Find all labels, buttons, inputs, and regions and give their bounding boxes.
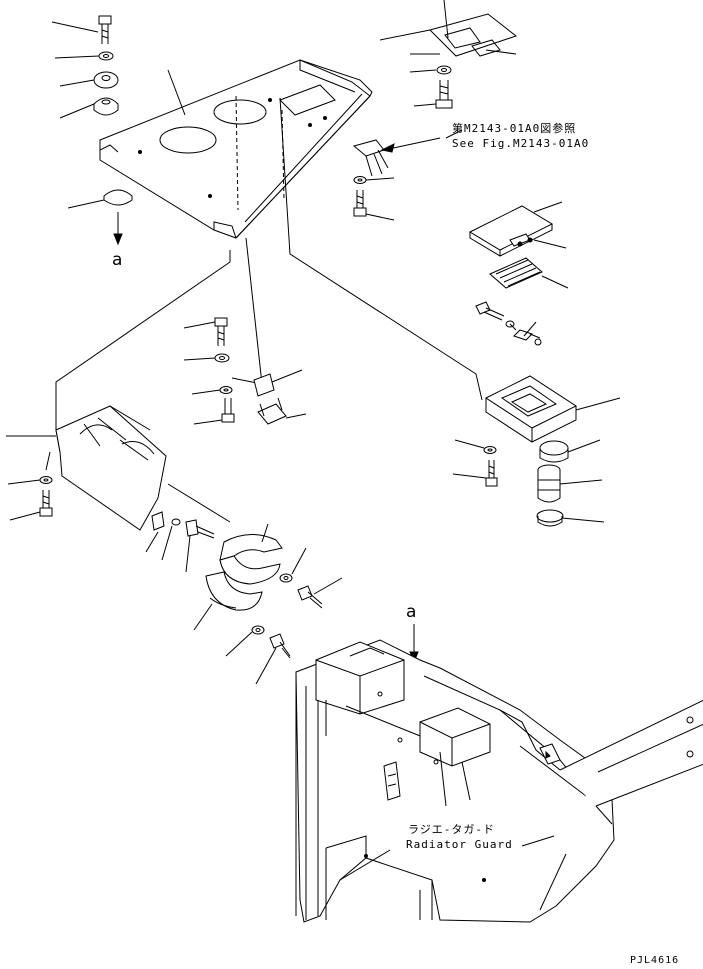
marker-a-lower: a [406,602,417,622]
radiator-jp-label: ラジエ-タガ-ド [408,823,496,836]
right-cover-and-grille [468,201,569,289]
clamp-bracket [352,137,441,221]
radiator-guard [295,624,703,923]
assembly-lines [55,95,483,430]
ref-leader [445,129,463,139]
top-right-cover-plate [379,0,518,109]
ref-en-label: See Fig.M2143-01A0 [452,137,590,150]
marker-a-upper: a [112,250,123,270]
left-duct [6,405,231,573]
split-ring-plates [193,523,343,685]
radiator-en-label: Radiator Guard [406,838,513,851]
drawing-number: PJL4616 [630,955,680,966]
left-stack-parts [51,15,186,246]
right-small-hardware [475,301,542,346]
middle-hardware [183,317,307,425]
right-box-bracket [452,375,621,527]
top-bracket [99,59,373,239]
ref-jp-label: 第M2143-01A0図参照 [452,122,577,135]
